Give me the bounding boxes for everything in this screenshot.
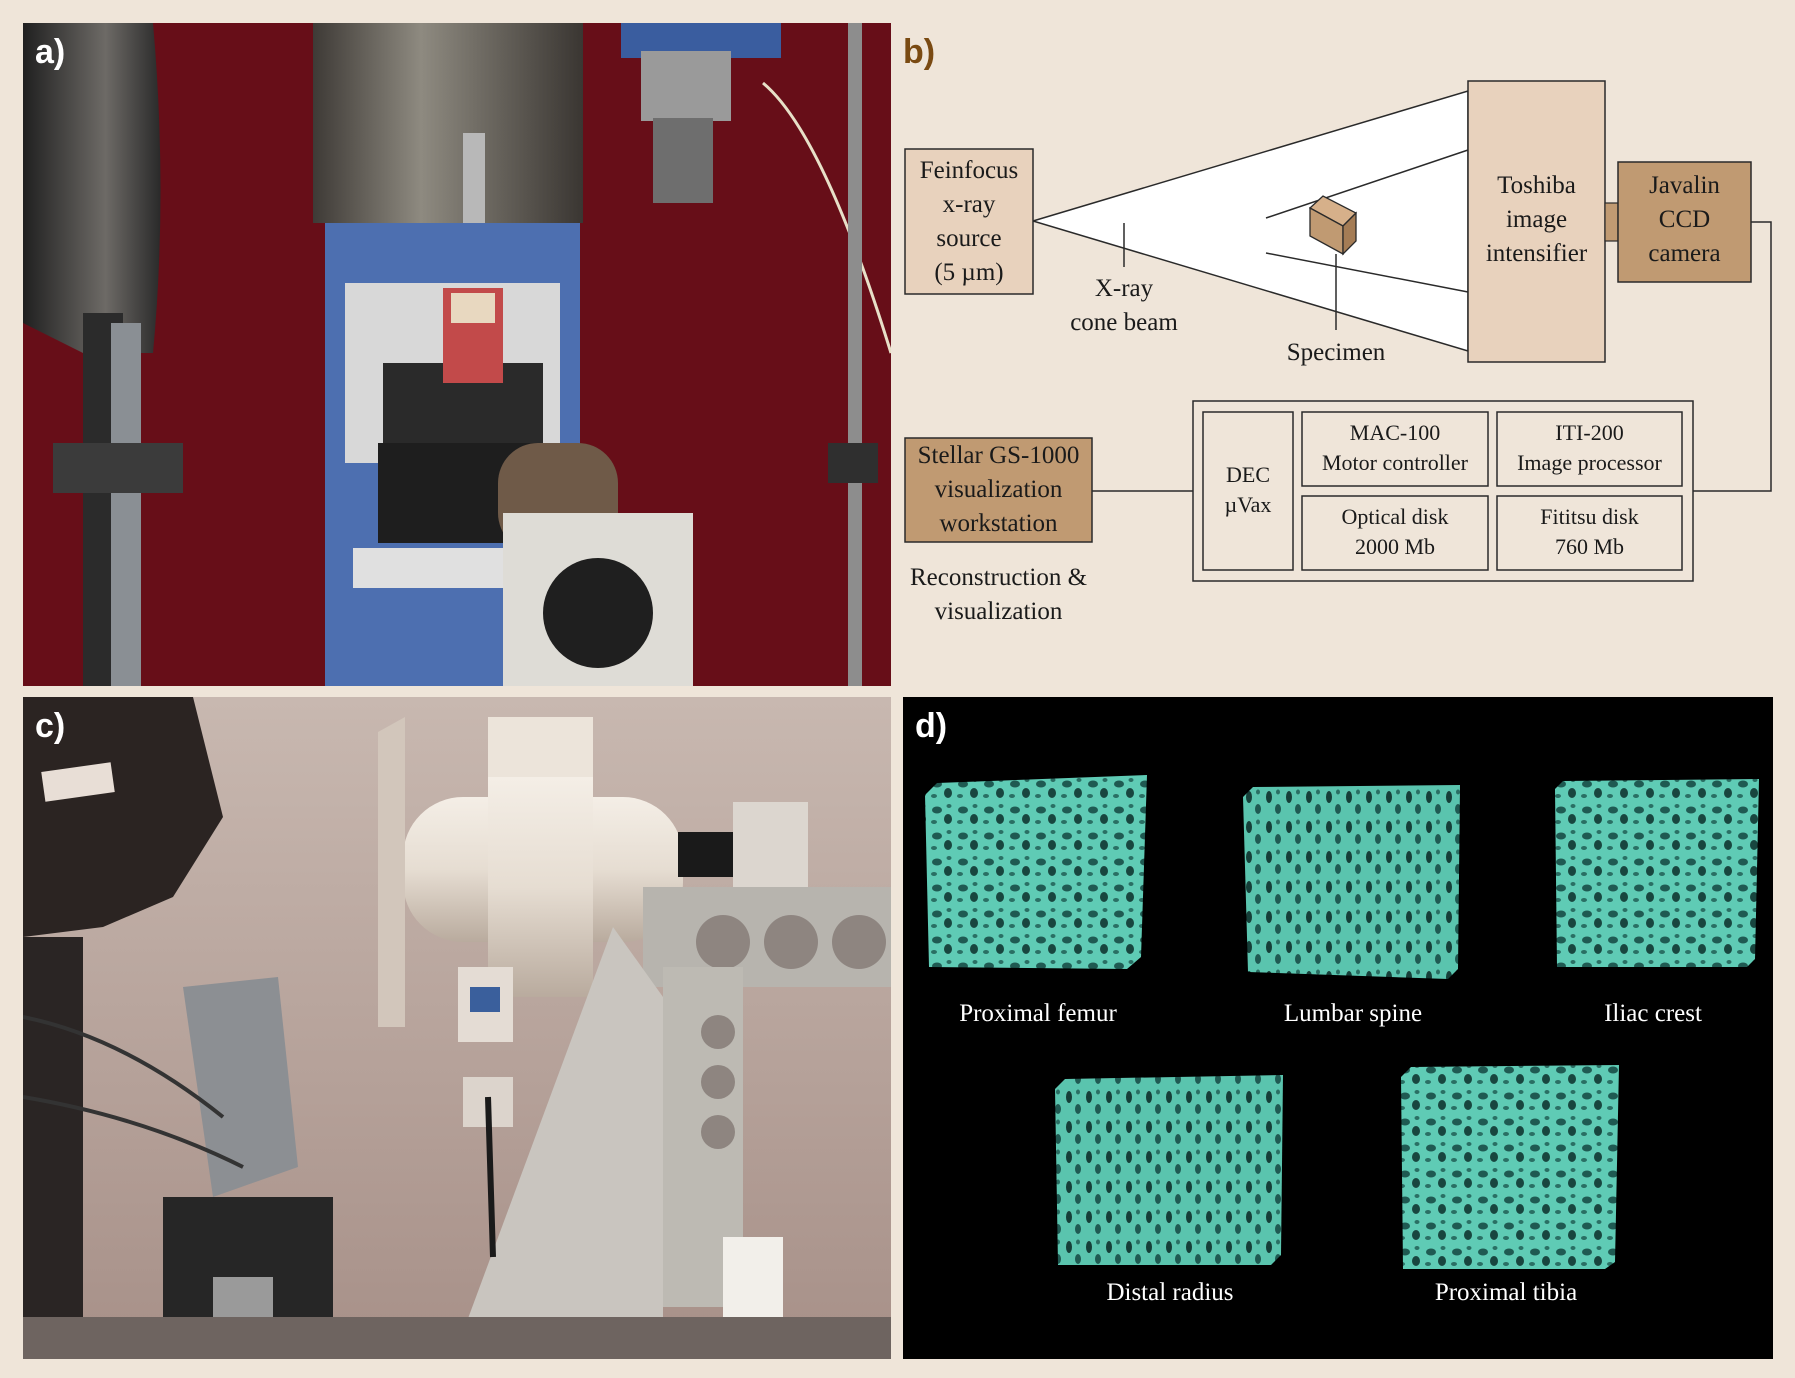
camera-label: Javalin CCD camera (1618, 169, 1751, 271)
bone-cube-lumbar-spine (1243, 785, 1460, 979)
label-distal-radius: Distal radius (1106, 1279, 1234, 1306)
trabecular-bone-renderings (925, 775, 1759, 1269)
workstation-label: Stellar GS-1000 visualization workstatio… (905, 439, 1092, 541)
intensifier-line-1: Toshiba (1497, 172, 1576, 199)
workstation-box (904, 437, 1093, 543)
reconstruction-caption: Reconstruction & visualization (891, 561, 1106, 629)
cone-beam-label: X-ray cone beam (1034, 272, 1214, 340)
computer-system-box (1192, 400, 1694, 582)
caption-line-2: visualization (934, 598, 1063, 625)
source-line-3: source (936, 225, 1002, 252)
bone-cube-proximal-tibia (1401, 1065, 1619, 1269)
dec-vax-label: DEC µVax (1203, 460, 1293, 520)
intensifier-line-3: intensifier (1485, 240, 1588, 267)
camera-line-2: CCD (1658, 206, 1711, 233)
mac-line-1: MAC-100 (1349, 420, 1441, 445)
xray-scanner-photo (23, 697, 891, 1359)
bone-cube-iliac-crest (1555, 779, 1759, 967)
bone-cube-distal-radius (1055, 1075, 1283, 1265)
source-line-2: x-ray (942, 191, 996, 218)
camera-line-1: Javalin (1649, 172, 1720, 199)
panel-b-diagram: b) Feinfocus x-ray source (5 µm) X-ray c… (891, 23, 1773, 686)
dec-line-2: µVax (1224, 492, 1272, 517)
camera-line-3: camera (1648, 240, 1721, 267)
xray-apparatus-photo (23, 23, 891, 686)
image-processor-label: ITI-200 Image processor (1497, 418, 1682, 478)
iti-line-1: ITI-200 (1555, 420, 1624, 445)
specimen-cube (1308, 195, 1358, 256)
caption-line-1: Reconstruction & (909, 564, 1088, 591)
panel-letter-d: d) (915, 707, 948, 745)
specimen-label: Specimen (1286, 339, 1386, 366)
fititsu-line-1: Fititsu disk (1540, 504, 1639, 529)
intensifier-label: Toshiba image intensifier (1468, 169, 1605, 271)
workstation-line-2: visualization (934, 476, 1063, 503)
panel-a-photo: a) (23, 23, 891, 686)
dec-line-1: DEC (1226, 462, 1270, 487)
bone-cube-proximal-femur (925, 775, 1147, 969)
workstation-line-1: Stellar GS-1000 (917, 442, 1080, 469)
panel-letter-c: c) (35, 707, 66, 745)
intensifier-line-2: image (1505, 206, 1568, 233)
optical-line-2: 2000 Mb (1354, 534, 1436, 559)
micro-ct-schematic (904, 80, 1772, 582)
label-proximal-femur: Proximal femur (959, 1000, 1117, 1027)
panel-d-renderings: d) Proximal femur Lumbar spine Iliac cre… (903, 697, 1773, 1359)
fititsu-line-2: 760 Mb (1554, 534, 1625, 559)
source-line-4: (5 µm) (934, 259, 1004, 286)
panel-c-photo: c) (23, 697, 891, 1359)
source-line-1: Feinfocus (919, 157, 1019, 184)
label-proximal-tibia: Proximal tibia (1434, 1279, 1578, 1306)
label-lumbar-spine: Lumbar spine (1283, 1000, 1423, 1027)
panel-letter-b: b) (903, 33, 936, 71)
optical-disk-label: Optical disk 2000 Mb (1302, 502, 1488, 562)
iti-line-2: Image processor (1517, 450, 1662, 475)
fititsu-disk-label: Fititsu disk 760 Mb (1497, 502, 1682, 562)
motor-controller-label: MAC-100 Motor controller (1302, 418, 1488, 478)
beam-line-1: X-ray (1094, 275, 1154, 302)
mac-line-2: Motor controller (1321, 450, 1469, 475)
xray-source-label: Feinfocus x-ray source (5 µm) (905, 154, 1033, 290)
beam-line-2: cone beam (1070, 309, 1178, 336)
label-iliac-crest: Iliac crest (1604, 1000, 1702, 1027)
image-intensifier-box (1467, 80, 1606, 363)
panel-letter-a: a) (35, 33, 66, 71)
optical-line-1: Optical disk (1341, 504, 1449, 529)
xray-source-box (904, 148, 1034, 295)
workstation-line-3: workstation (939, 510, 1058, 537)
